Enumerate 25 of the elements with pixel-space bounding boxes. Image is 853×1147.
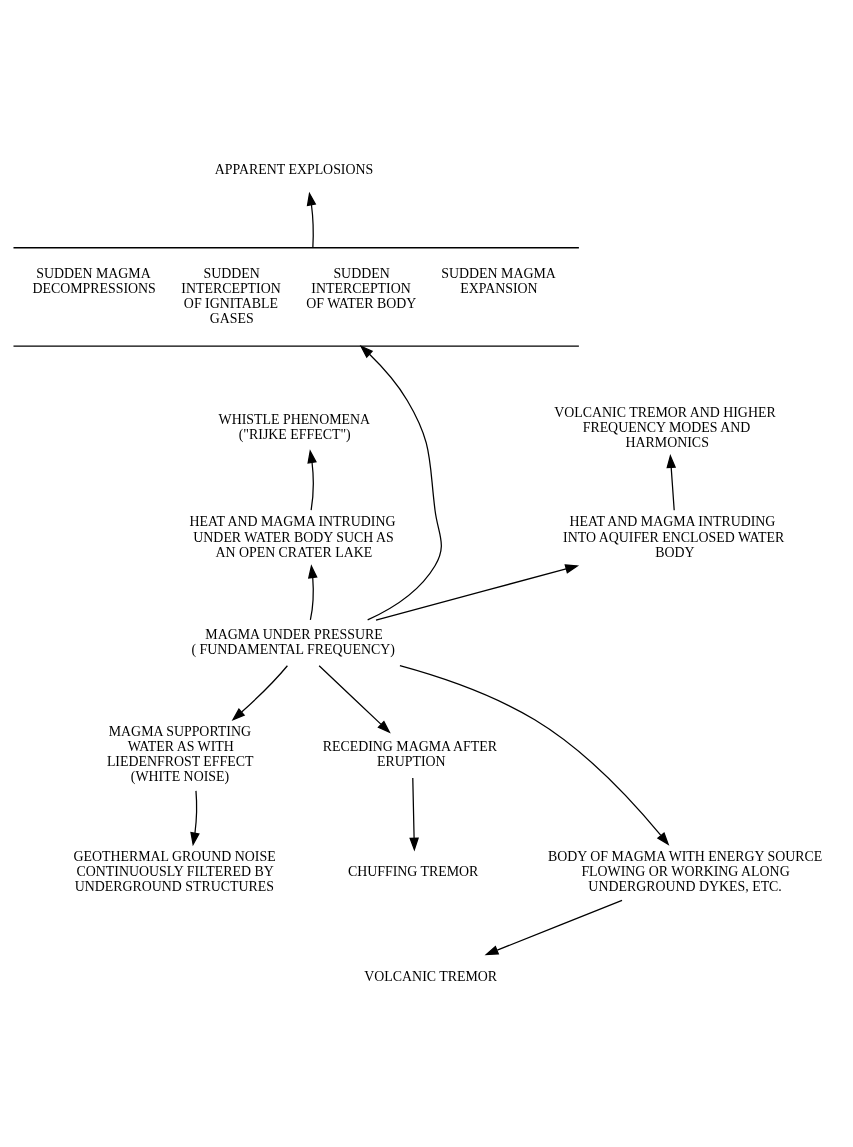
arrow	[399, 664, 670, 846]
arrow	[484, 899, 623, 955]
arrow	[409, 776, 419, 852]
arrow	[307, 563, 318, 621]
arrow	[359, 344, 442, 621]
node-text: VOLCANIC TREMOR AND HIGHER FREQUENCY MODES AND HARMONICS	[554, 404, 776, 450]
node-text: WHISTLE PHENOMENA ("RIJKE EFFECT")	[218, 411, 371, 442]
arrow	[318, 664, 391, 733]
arrow	[231, 664, 288, 721]
node-text: HEAT AND MAGMA INTRUDING INTO AQUIFER ENCLOSED WATER BODY	[563, 513, 785, 560]
node-text: HEAT AND MAGMA INTRUDING UNDER WATER BODY SUCH AS AN OPEN CRATER LAKE	[189, 513, 396, 560]
node-text: VOLCANIC TREMOR	[364, 968, 498, 984]
node-text: SUDDEN MAGMA DECOMPRESSIONS SUDDEN INTERCEPTION OF IGNITABLE GASES SUDDEN INTERCEPTION OF WATER BODY SUDDEN MAGMA EXPANSION	[32, 265, 556, 326]
node-text: APPARENT EXPLOSIONS	[214, 161, 374, 177]
node-text: GEOTHERMAL GROUND NOISE CONTINUOUSLY FILTERED BY UNDERGROUND STRUCTURES	[73, 848, 276, 894]
node-text: CHUFFING TREMOR	[347, 863, 479, 879]
node-text: BODY OF MAGMA WITH ENERGY SOURCE FLOWING OR WORKING ALONG UNDERGROUND DYKES, ETC.	[547, 848, 823, 894]
node-text: RECEDING MAGMA AFTER ERUPTION	[322, 738, 497, 769]
arrow	[307, 448, 317, 511]
node-text: MAGMA UNDER PRESSURE ( FUNDAMENTAL FREQUENCY)	[191, 626, 395, 657]
arrow	[375, 563, 580, 621]
node-text: MAGMA SUPPORTING WATER AS WITH LIEDENFROST EFFECT (WHITE NOISE)	[106, 723, 254, 784]
arrow	[306, 191, 317, 248]
arrow	[666, 453, 677, 511]
arrow	[190, 789, 200, 846]
